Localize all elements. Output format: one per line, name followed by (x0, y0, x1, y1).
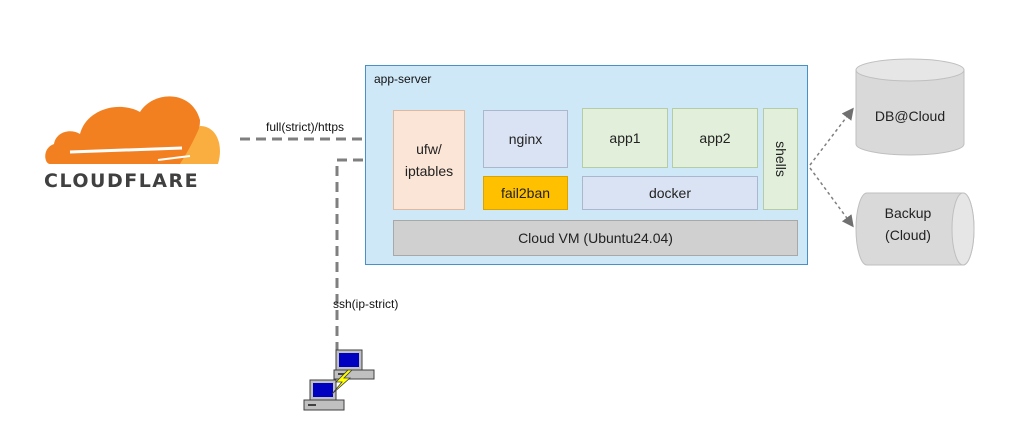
cloud-vm-box: Cloud VM (Ubuntu24.04) (393, 220, 798, 256)
app1-label: app1 (609, 130, 641, 146)
terminal-icon (300, 348, 380, 418)
docker-box: docker (582, 176, 758, 210)
ufw-iptables-box: ufw/ iptables (393, 110, 465, 210)
shells-to-db-arrow (809, 107, 854, 166)
nginx-box: nginx (483, 110, 568, 168)
shells-to-backup-arrow (809, 167, 854, 228)
ufw-iptables-label: ufw/ iptables (404, 141, 454, 179)
backup-storage-icon: Backup (Cloud) (855, 192, 975, 266)
cloud-vm-label: Cloud VM (Ubuntu24.04) (518, 230, 673, 246)
fail2ban-label: fail2ban (500, 185, 551, 201)
app2-box: app2 (672, 108, 758, 168)
app2-label: app2 (699, 130, 731, 146)
cloudflare-logo: CLOUDFLARE (40, 86, 230, 196)
database-icon: DB@Cloud (855, 58, 965, 156)
https-label: full(strict)/https (266, 120, 345, 134)
nginx-label: nginx (508, 131, 543, 147)
app1-box: app1 (582, 108, 668, 168)
shells-box: shells (763, 108, 798, 210)
db-label: DB@Cloud (874, 108, 946, 124)
ssh-label: ssh(ip-strict) (333, 297, 399, 311)
shells-label: shells (772, 141, 789, 177)
docker-label: docker (648, 185, 692, 201)
cloudflare-cloud-icon (45, 96, 220, 164)
backup-label: Backup (Cloud) (884, 205, 932, 243)
app-server-label: app-server (374, 72, 432, 86)
cloudflare-wordmark: CLOUDFLARE (44, 170, 200, 192)
fail2ban-box: fail2ban (483, 176, 568, 210)
